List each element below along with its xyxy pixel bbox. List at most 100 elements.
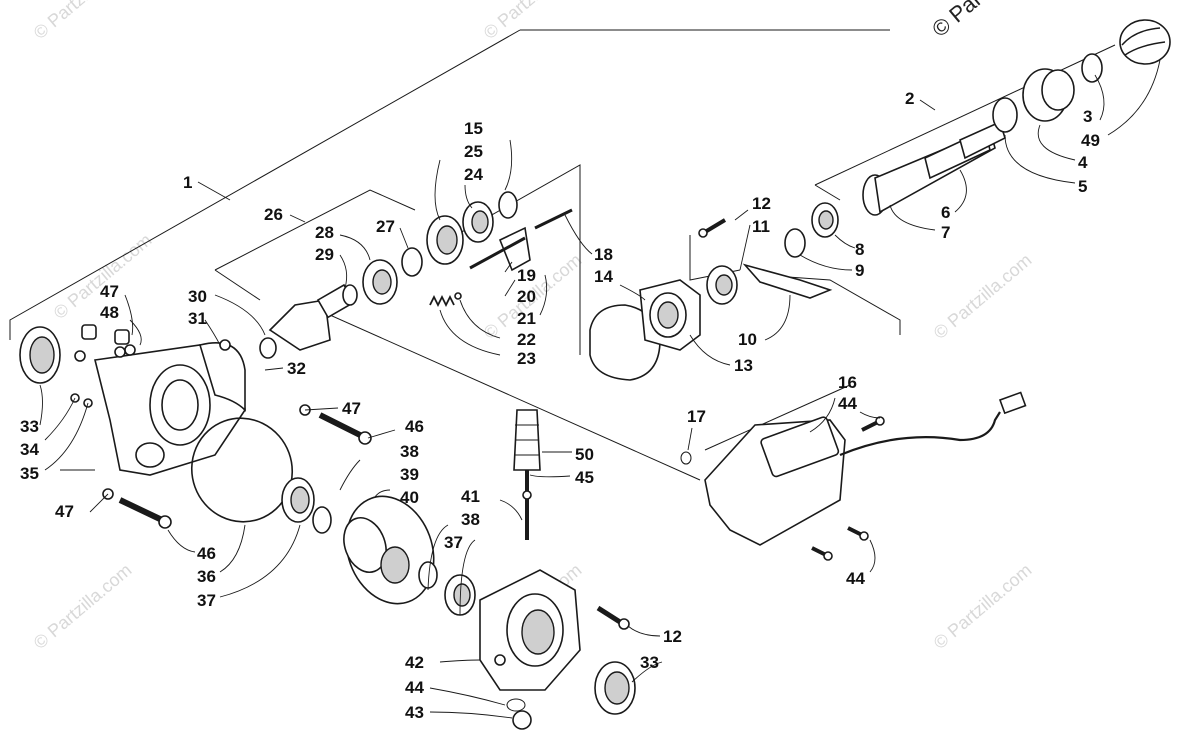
bracket-10 — [742, 263, 833, 299]
callout: 12 — [663, 627, 682, 646]
callout: 32 — [287, 359, 306, 378]
shift-fork — [469, 208, 573, 272]
callout: 37 — [197, 591, 216, 610]
callout: 45 — [575, 468, 594, 487]
callout: 11 — [752, 217, 770, 236]
leader-lines — [39, 59, 1161, 719]
callout: 34 — [20, 440, 39, 459]
callout: 24 — [464, 165, 483, 184]
callout: 47 — [342, 399, 361, 418]
callout: 44 — [838, 394, 857, 413]
callout: 44 — [846, 569, 865, 588]
callout: 50 — [575, 445, 594, 464]
watermark: © Partzilla.com — [930, 250, 1036, 343]
gear-case-cover — [479, 569, 581, 691]
callout: 47 — [55, 502, 74, 521]
callout: 39 — [400, 465, 419, 484]
callout-labels: 1 2 3 4 5 6 7 8 9 10 11 12 12 13 14 15 1… — [20, 89, 1100, 722]
copyright-notice: © Partzilla.com — [927, 0, 1057, 42]
callout: 5 — [1078, 177, 1087, 196]
callout: 7 — [941, 223, 950, 242]
callout: 16 — [838, 373, 857, 392]
callout: 20 — [517, 287, 536, 306]
bearing-24 — [462, 201, 494, 243]
callout: 35 — [20, 464, 39, 483]
callout: 13 — [734, 356, 753, 375]
bearing-lower — [281, 477, 315, 523]
actuator-bolts — [811, 416, 885, 561]
snap-ring-9 — [784, 228, 806, 258]
bearing-11 — [706, 265, 738, 305]
watermark: © Partzilla.com — [930, 560, 1036, 653]
callout: 21 — [517, 309, 536, 328]
callout: 46 — [197, 544, 216, 563]
callout: 41 — [461, 487, 480, 506]
seal-left — [19, 326, 61, 384]
callout: 1 — [183, 173, 192, 192]
spacer-27 — [401, 247, 423, 277]
callout: 18 — [594, 245, 613, 264]
collar-25 — [426, 215, 464, 265]
callout: 25 — [464, 142, 483, 161]
boot-49 — [1119, 19, 1171, 65]
housing-gasket — [190, 417, 294, 523]
vent-boot — [513, 409, 541, 540]
pinion-gear — [259, 283, 356, 359]
callout: 26 — [264, 205, 283, 224]
callout: 6 — [941, 203, 950, 222]
ring-3 — [1081, 53, 1103, 83]
callout: 12 — [752, 194, 771, 213]
oring-lower — [312, 506, 332, 534]
shift-housing — [639, 279, 701, 351]
oring-5 — [992, 97, 1018, 133]
output-shaft — [862, 120, 1006, 216]
seal-right — [594, 661, 636, 715]
watermark: © Partzilla.com — [480, 0, 586, 43]
drain-plug — [506, 698, 532, 730]
callout: 33 — [640, 653, 659, 672]
callout: 48 — [100, 303, 119, 322]
callout: 28 — [315, 223, 334, 242]
callout: 23 — [517, 349, 536, 368]
callout: 9 — [855, 261, 864, 280]
callout: 4 — [1078, 153, 1088, 172]
callout: 17 — [687, 407, 706, 426]
callout: 8 — [855, 240, 864, 259]
spring-22 — [429, 292, 462, 308]
callout: 10 — [738, 330, 757, 349]
callout: 46 — [405, 417, 424, 436]
assembly-brackets — [9, 29, 1116, 481]
callout: 29 — [315, 245, 334, 264]
callout: 40 — [400, 488, 419, 507]
callout: 19 — [517, 266, 536, 285]
callout: 30 — [188, 287, 207, 306]
callout: 38 — [461, 510, 480, 529]
bolt-12-upper — [698, 218, 727, 238]
callout: 43 — [405, 703, 424, 722]
callout: 47 — [100, 282, 119, 301]
callout: 38 — [400, 442, 419, 461]
washer-17 — [680, 451, 692, 465]
callout: 49 — [1081, 131, 1100, 150]
shift-actuator — [704, 391, 1027, 546]
callout: 36 — [197, 567, 216, 586]
snap-ring-29 — [342, 284, 358, 306]
bolts-46 — [102, 404, 372, 529]
watermark: © Partzilla.com — [30, 0, 136, 43]
callout: 44 — [405, 678, 424, 697]
callout: 14 — [594, 267, 613, 286]
snap-ring-15 — [498, 191, 518, 219]
callout: 42 — [405, 653, 424, 672]
callout: 22 — [517, 330, 536, 349]
callout: 15 — [464, 119, 483, 138]
callout: 27 — [376, 217, 395, 236]
coupler-4 — [1022, 68, 1075, 122]
ring-gear — [343, 495, 435, 605]
callout: 3 — [1083, 107, 1092, 126]
callout: 31 — [188, 309, 207, 328]
callout: 2 — [905, 89, 914, 108]
seal-8 — [811, 202, 839, 238]
watermark: © Partzilla.com — [30, 560, 136, 653]
bolt-lower — [596, 605, 630, 630]
